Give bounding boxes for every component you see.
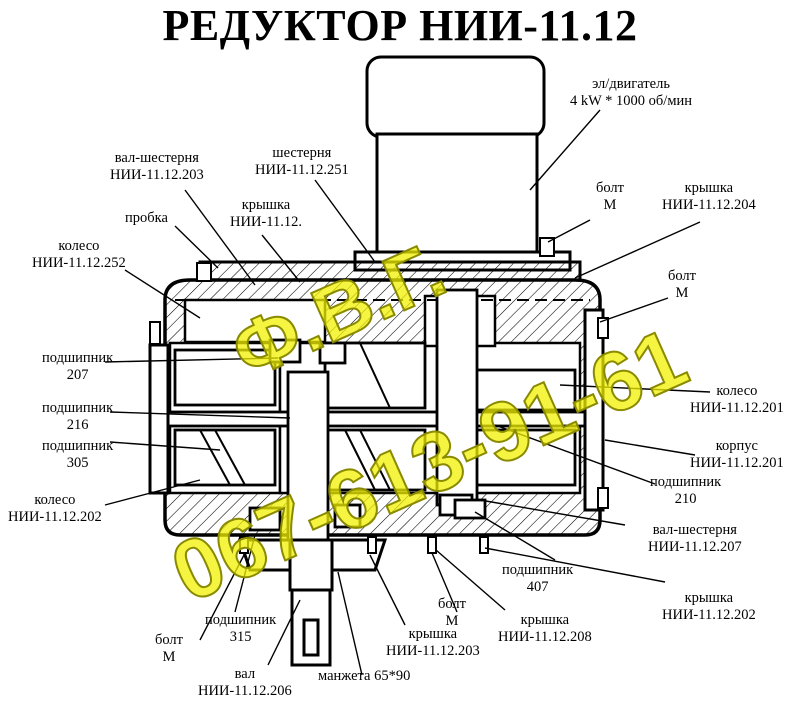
label-seal: манжета 65*90 [318,668,411,684]
electric-motor [353,55,572,272]
label-plug: пробка [125,210,168,226]
output-shaft [237,538,388,667]
gear-teeth [199,342,391,491]
leader-lines [104,109,711,676]
page-title: РЕДУКТОР НИИ-11.12 [162,1,638,50]
bolts [149,237,609,554]
top-cover [198,260,582,282]
